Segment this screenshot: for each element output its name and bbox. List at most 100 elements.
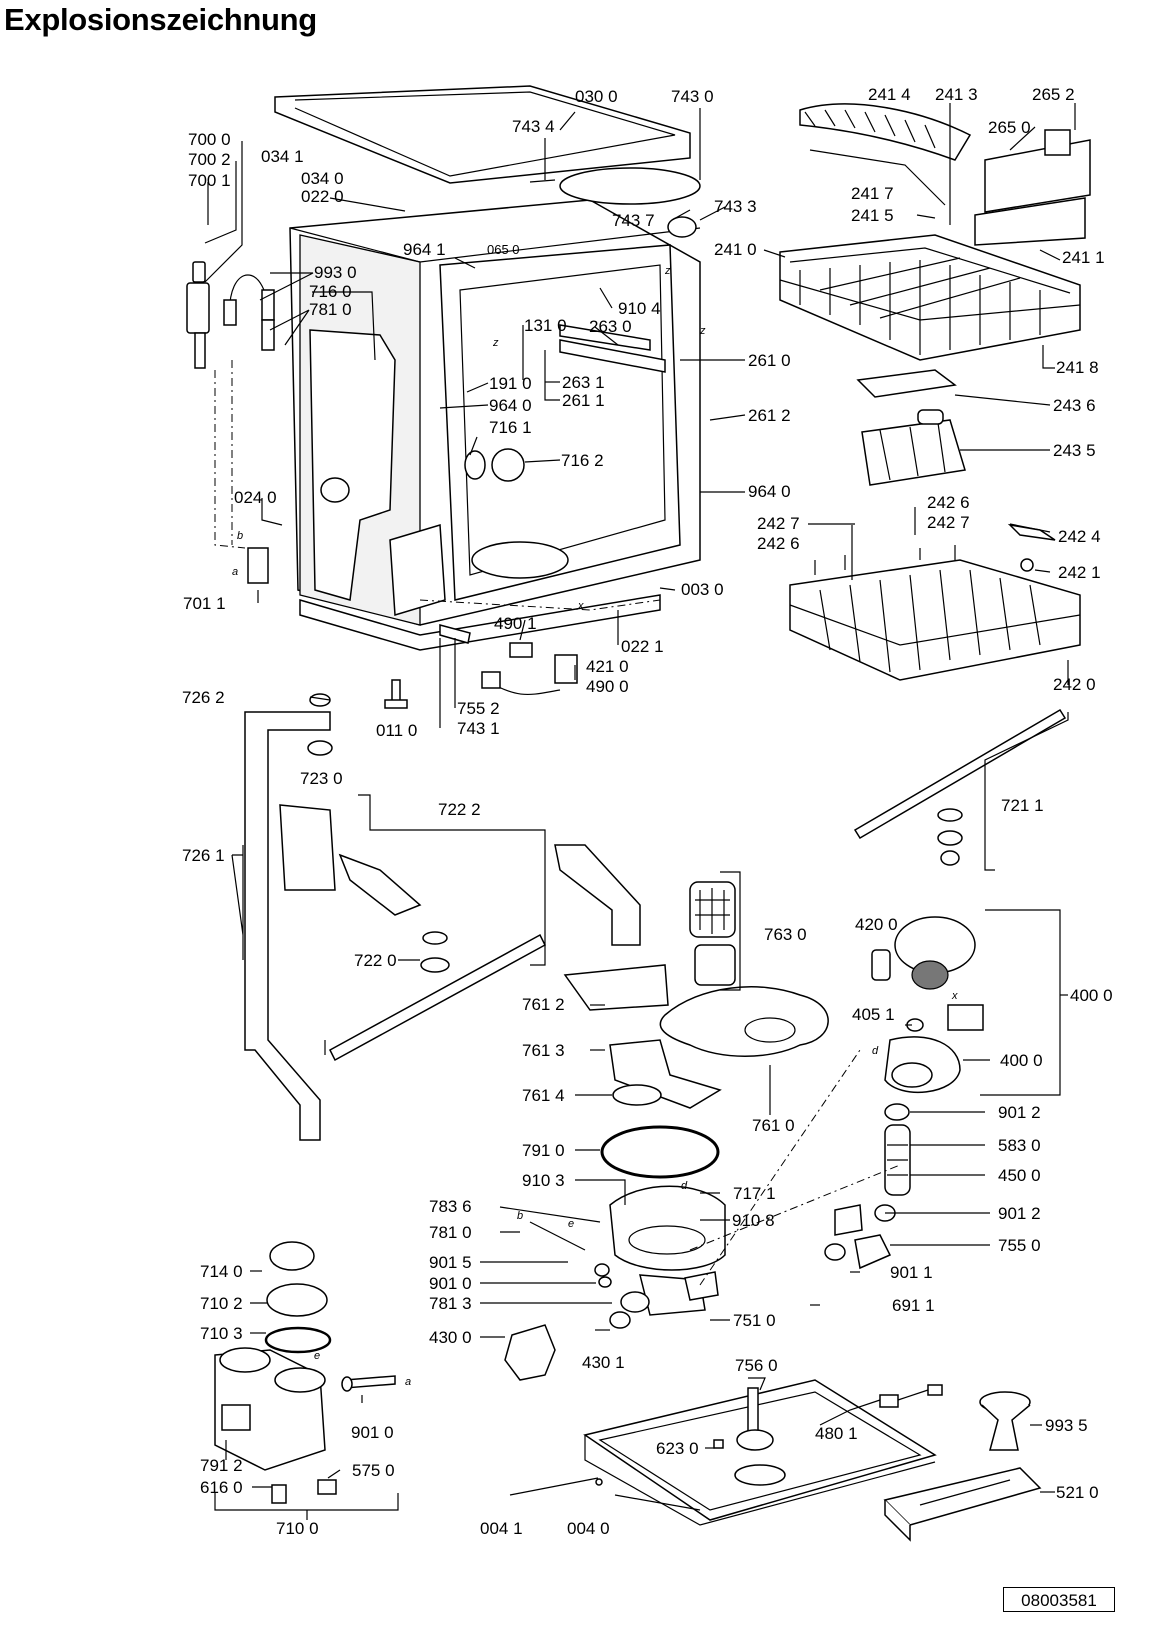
part-label: 700 1: [188, 171, 231, 190]
part-label: 710 0: [276, 1519, 319, 1538]
part-label: 242 6: [757, 534, 800, 553]
upper-basket-icon: [779, 234, 1081, 361]
ref-letter: z: [700, 325, 706, 337]
part-label: 263 1: [562, 373, 605, 392]
funnel-icon: [979, 1391, 1031, 1451]
part-label: 993 0: [314, 263, 357, 282]
part-label: 781 0: [309, 300, 352, 319]
part-label: 901 1: [890, 1263, 933, 1282]
part-label: 743 7: [612, 211, 655, 230]
part-label: 241 1: [1062, 248, 1105, 267]
ref-letter: x: [952, 990, 958, 1002]
part-label: 781 0: [429, 1223, 472, 1242]
filter-icon: [689, 881, 736, 986]
part-label: 265 2: [1032, 85, 1075, 104]
part-label: 743 1: [457, 719, 500, 738]
part-label: 265 0: [988, 118, 1031, 137]
part-label: 910 3: [522, 1171, 565, 1190]
part-label: 131 0: [524, 316, 567, 335]
part-label: 263 0: [589, 317, 632, 336]
part-label: 791 0: [522, 1141, 565, 1160]
ref-letter: x: [578, 600, 584, 612]
part-label: 964 0: [489, 396, 532, 415]
part-label: 616 0: [200, 1478, 243, 1497]
part-label: 901 0: [429, 1274, 472, 1293]
part-label: 004 1: [480, 1519, 523, 1538]
part-label: 743 0: [671, 87, 714, 106]
part-label: 755 0: [998, 1236, 1041, 1255]
pump-motor-icon: [871, 916, 984, 1093]
connector-icon: [879, 1384, 943, 1408]
part-label: 241 5: [851, 206, 894, 225]
part-label: 783 6: [429, 1197, 472, 1216]
part-label: 723 0: [300, 769, 343, 788]
page-title: Explosionszeichnung: [4, 2, 317, 37]
part-label: 964 1: [403, 240, 446, 259]
lower-basket-icon: [789, 545, 1081, 681]
ref-letter: b: [517, 1210, 524, 1222]
part-label: 034 1: [261, 147, 304, 166]
hose-fittings-icon: [186, 261, 275, 584]
part-label: 024 0: [234, 488, 277, 507]
base-plate-icon: [583, 1379, 937, 1526]
ref-letter: z: [665, 265, 671, 277]
drain-pipe-icon: [554, 844, 722, 1109]
top-cover-icon: [274, 85, 691, 184]
part-label: 241 8: [1056, 358, 1099, 377]
part-label: 241 3: [935, 85, 978, 104]
gasket-ring-icon: [600, 1125, 720, 1179]
part-label: 743 3: [714, 197, 757, 216]
ref-letter: z: [493, 337, 499, 349]
part-label: 004 0: [567, 1519, 610, 1538]
part-label: 701 1: [183, 594, 226, 613]
part-label: 761 2: [522, 995, 565, 1014]
part-label: 717 1: [733, 1184, 776, 1203]
ref-letter: d: [872, 1045, 879, 1057]
part-label: 011 0: [376, 721, 418, 740]
water-softener-icon: [214, 1241, 396, 1504]
part-label: 761 0: [752, 1116, 795, 1135]
part-label: 726 2: [182, 688, 225, 707]
part-label: 261 1: [562, 391, 605, 410]
part-label: 430 1: [582, 1353, 625, 1372]
basket-rail-icon: [974, 129, 1091, 246]
part-label: 490 0: [586, 677, 629, 696]
vent-icon: [529, 167, 701, 238]
ref-letter: e: [314, 1350, 321, 1362]
part-label: 791 2: [200, 1456, 243, 1475]
part-label: 901 0: [351, 1423, 394, 1442]
part-label: 022 0: [301, 187, 344, 206]
part-label: 065 0: [487, 242, 520, 257]
part-label: 755 2: [457, 699, 500, 718]
part-label: 022 1: [621, 637, 664, 656]
part-label: 261 2: [748, 406, 791, 425]
part-label: 490 1: [494, 614, 537, 633]
part-label: 030 0: [575, 87, 618, 106]
part-label: 400 0: [1000, 1051, 1043, 1070]
part-label: 700 2: [188, 150, 231, 169]
part-label: 623 0: [656, 1439, 699, 1458]
part-label: 241 0: [714, 240, 757, 259]
supply-pipe-icon: [244, 693, 333, 1141]
part-label: 716 1: [489, 418, 532, 437]
part-label: 761 4: [522, 1086, 565, 1105]
cable-icon: [384, 624, 578, 709]
sump-housing-icon: [504, 1049, 901, 1381]
part-label: 901 5: [429, 1253, 472, 1272]
part-label: 421 0: [586, 657, 629, 676]
part-label: 241 7: [851, 184, 894, 203]
part-label: 721 1: [1001, 796, 1044, 815]
part-label: 910 4: [618, 299, 661, 318]
part-label: 583 0: [998, 1136, 1041, 1155]
ref-letter: d: [681, 1180, 688, 1192]
part-label: 763 0: [764, 925, 807, 944]
ref-letter: b: [237, 530, 244, 542]
part-label: 420 0: [855, 915, 898, 934]
part-label: 964 0: [748, 482, 791, 501]
ref-letter: a: [232, 566, 239, 578]
part-label: 716 0: [309, 282, 352, 301]
part-label: 910 8: [732, 1211, 775, 1230]
part-label: 761 3: [522, 1041, 565, 1060]
part-label: 722 0: [354, 951, 397, 970]
part-label: 242 4: [1058, 527, 1101, 546]
